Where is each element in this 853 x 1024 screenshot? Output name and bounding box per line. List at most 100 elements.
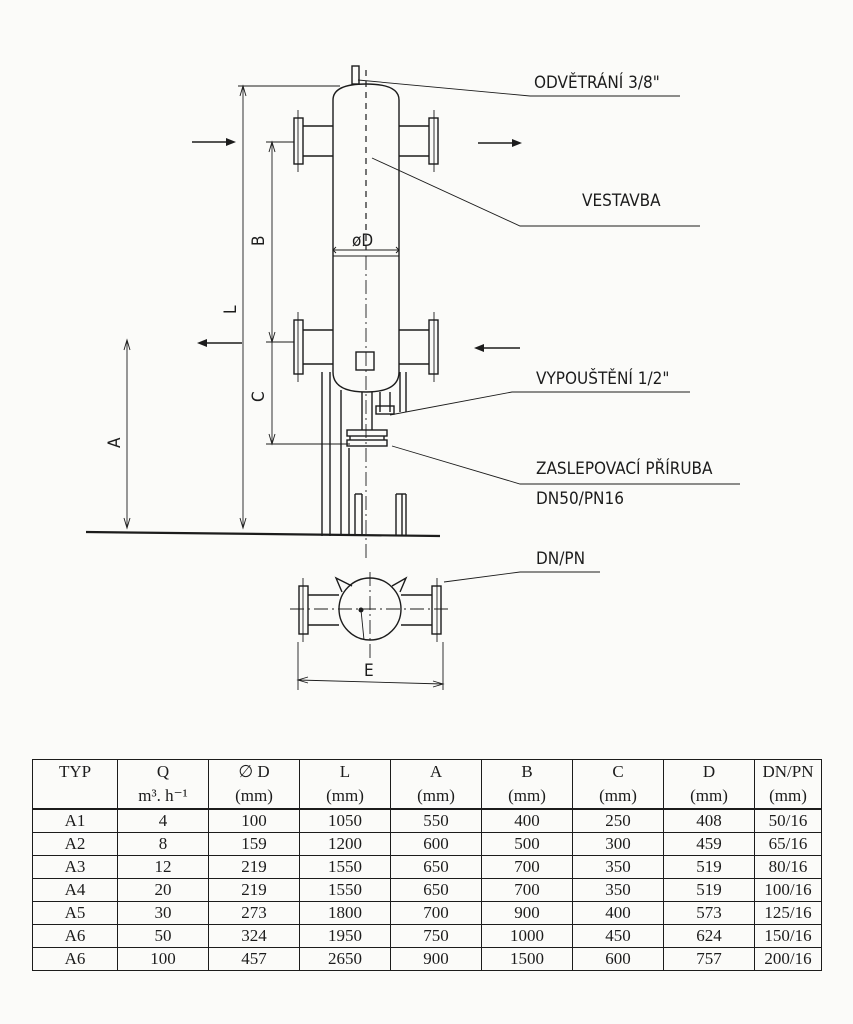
table-cell: 1800 — [299, 901, 391, 925]
label-dim-c: C — [249, 391, 269, 402]
table-cell: 500 — [481, 832, 573, 856]
table-cell: 459 — [663, 832, 755, 856]
table-cell: 624 — [663, 924, 755, 948]
table-cell: 1200 — [299, 832, 391, 856]
upper-nozzles — [293, 110, 439, 172]
table-cell: 65/16 — [754, 832, 822, 856]
blind-flange — [346, 429, 388, 437]
table-cell: 100 — [117, 947, 209, 971]
table-cell: 650 — [390, 878, 482, 902]
ground-line — [85, 530, 441, 538]
table-cell: 450 — [572, 924, 664, 948]
table-cell: 550 — [390, 808, 482, 833]
col-l: L(mm) — [299, 759, 391, 810]
table-cell: A2 — [32, 832, 118, 856]
table-cell: 250 — [572, 808, 664, 833]
col-a: A(mm) — [390, 759, 482, 810]
table-cell: 1500 — [481, 947, 573, 971]
table-cell: 1000 — [481, 924, 573, 948]
table-cell: 125/16 — [754, 901, 822, 925]
label-dim-diameter: øD — [352, 231, 373, 251]
label-drain: VYPOUŠTĚNÍ 1/2" — [536, 367, 669, 389]
table-cell: 1950 — [299, 924, 391, 948]
table-cell: A3 — [32, 855, 118, 879]
label-dim-a: A — [105, 437, 125, 448]
table-cell: 200/16 — [754, 947, 822, 971]
table-cell: 700 — [390, 901, 482, 925]
table-cell: 757 — [663, 947, 755, 971]
col-b: B(mm) — [481, 759, 573, 810]
leader-lines — [357, 79, 740, 583]
table-cell: 273 — [208, 901, 300, 925]
table-cell: 4 — [117, 808, 209, 833]
label-blind-flange: ZASLEPOVACÍ PŘÍRUBA — [536, 457, 713, 479]
table-cell: 457 — [208, 947, 300, 971]
table-cell: 159 — [208, 832, 300, 856]
table-cell: 80/16 — [754, 855, 822, 879]
table-cell: 700 — [481, 855, 573, 879]
table-cell: 300 — [572, 832, 664, 856]
table-cell: 1050 — [299, 808, 391, 833]
table-cell: 219 — [208, 855, 300, 879]
table-cell: 1550 — [299, 878, 391, 902]
table-cell: 50 — [117, 924, 209, 948]
table-cell: 50/16 — [754, 808, 822, 833]
table-cell: 8 — [117, 832, 209, 856]
lower-nozzles — [293, 312, 439, 382]
label-blind-flange-spec: DN50/PN16 — [536, 489, 624, 509]
table-cell: 400 — [481, 808, 573, 833]
col-c: C(mm) — [572, 759, 664, 810]
table-cell: 400 — [572, 901, 664, 925]
table-cell: 519 — [663, 878, 755, 902]
support-legs — [321, 372, 407, 536]
vent-nozzle — [351, 65, 360, 85]
table-cell: 219 — [208, 878, 300, 902]
dimensions — [123, 84, 400, 530]
table-cell: 600 — [390, 832, 482, 856]
label-vent: ODVĚTRÁNÍ 3/8" — [534, 71, 660, 93]
table-cell: 100 — [208, 808, 300, 833]
table-cell: 2650 — [299, 947, 391, 971]
table-cell: 30 — [117, 901, 209, 925]
table-cell: 324 — [208, 924, 300, 948]
table-cell: A6 — [32, 924, 118, 948]
col-diameter: ∅ D(mm) — [208, 759, 300, 810]
label-nozzle: DN/PN — [536, 549, 585, 569]
top-view — [290, 572, 450, 690]
table-cell: 12 — [117, 855, 209, 879]
table-cell: A1 — [32, 808, 118, 833]
drain-assembly — [346, 392, 395, 447]
table-cell: 650 — [390, 855, 482, 879]
table-cell: 350 — [572, 855, 664, 879]
table-cell: 408 — [663, 808, 755, 833]
table-cell: 900 — [481, 901, 573, 925]
table-cell: 100/16 — [754, 878, 822, 902]
table-cell: A5 — [32, 901, 118, 925]
separator-technical-drawing: ODVĚTRÁNÍ 3/8" VESTAVBA VYPOUŠTĚNÍ 1/2" … — [85, 65, 740, 690]
label-dim-b: B — [249, 236, 269, 247]
flow-arrows — [192, 138, 522, 352]
table-cell: 20 — [117, 878, 209, 902]
col-d: D(mm) — [663, 759, 755, 810]
table-cell: 750 — [390, 924, 482, 948]
label-dim-e: E — [364, 661, 374, 681]
table-cell: 1550 — [299, 855, 391, 879]
table-cell: 350 — [572, 878, 664, 902]
table-cell: 900 — [390, 947, 482, 971]
table-cell: 700 — [481, 878, 573, 902]
col-dnpn: DN/PN(mm) — [754, 759, 822, 810]
label-insert: VESTAVBA — [582, 191, 661, 211]
col-typ: TYP — [32, 759, 118, 810]
table-cell: 573 — [663, 901, 755, 925]
vessel-body — [332, 65, 400, 560]
inspection-square — [355, 351, 375, 371]
